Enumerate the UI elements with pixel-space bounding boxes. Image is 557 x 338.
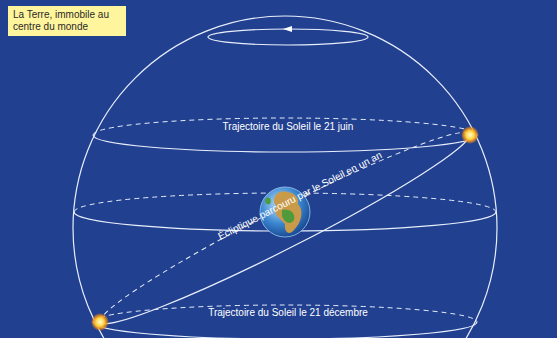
ecliptic-label: Écliptique parcouru par le Soleil en un … bbox=[214, 148, 385, 243]
caption-box: La Terre, immobile au centre du monde bbox=[8, 6, 126, 36]
box-text: La Terre, immobile au centre du monde bbox=[13, 9, 121, 33]
trajectory-label: Trajectoire du Soleil le 21 juin bbox=[221, 121, 356, 133]
trajectory-label: Trajectoire du Soleil le 21 décembre bbox=[206, 307, 370, 319]
